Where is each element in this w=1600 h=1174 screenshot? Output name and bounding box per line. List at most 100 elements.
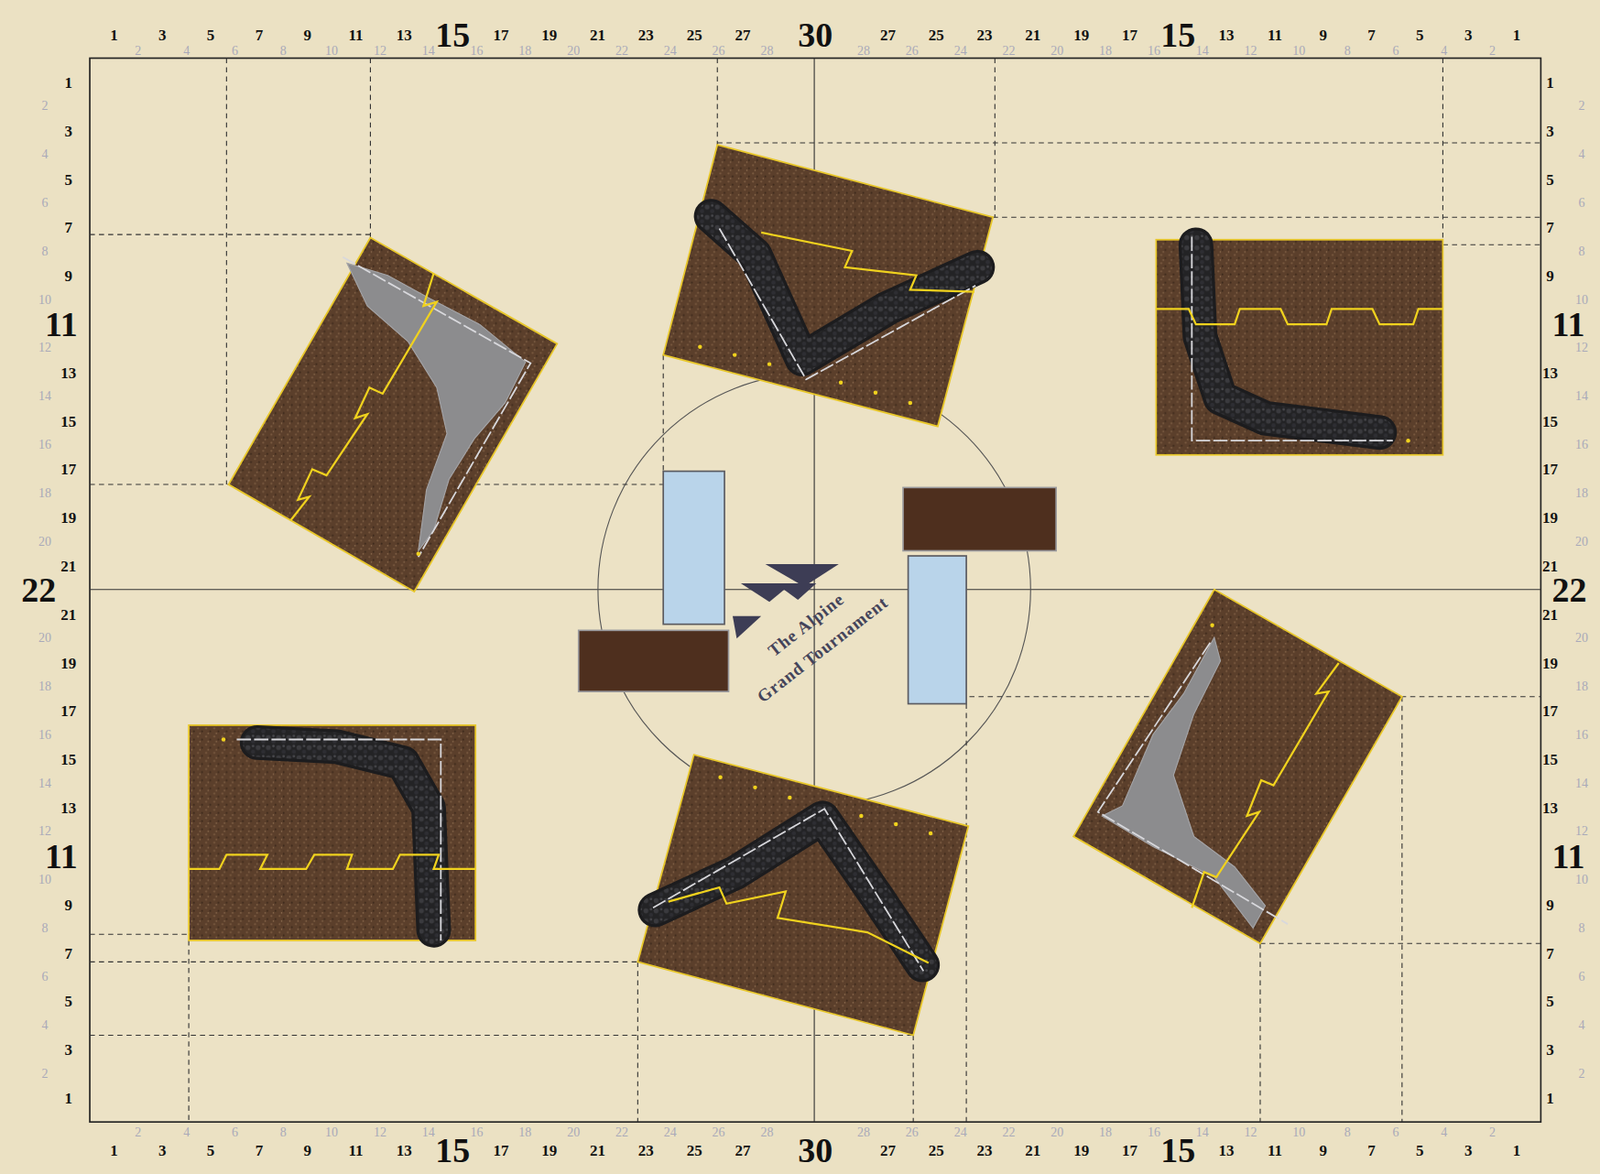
ruler-number: 4 (1578, 1019, 1585, 1033)
rubble (257, 216, 1381, 966)
ruler-number: 14 (1196, 1126, 1209, 1140)
ruler-number: 1 (109, 26, 119, 43)
ruler-number: 8 (280, 1126, 287, 1140)
ruler-number: 20 (1050, 1126, 1064, 1140)
ruler-number: 4 (183, 44, 190, 58)
ruler-number: 14 (1575, 777, 1589, 791)
ruler-number: 14 (422, 1126, 436, 1140)
ruler-number: 26 (712, 1126, 726, 1140)
ruler-number: 1 (64, 74, 73, 90)
ruler-number: 2 (1489, 1126, 1496, 1140)
ruler-number: 19 (1073, 26, 1089, 43)
ruler-number: 17 (1542, 461, 1558, 478)
ruler-number: 1 (1545, 1089, 1555, 1106)
ruler-number: 17 (492, 1142, 509, 1158)
ruler-number: 4 (42, 148, 49, 162)
ruler-number: 6 (42, 970, 49, 984)
ruler-number: 19 (1542, 510, 1558, 526)
ruler-number: 18 (518, 1126, 532, 1140)
ruler-number: 22 (1001, 44, 1015, 58)
ruler-number: 4 (183, 1126, 190, 1140)
ruler-number: 24 (954, 1126, 968, 1140)
ruler-number: 15 (60, 751, 77, 768)
ruler-number: 20 (566, 44, 580, 58)
ruler-number: 1 (64, 1089, 73, 1106)
ruler-number: 16 (1147, 1126, 1161, 1140)
ruler-number: 9 (1318, 1142, 1328, 1158)
ruler-number: 13 (1542, 800, 1558, 817)
ruler-number: 8 (280, 44, 287, 58)
ruler-number: 24 (663, 1126, 677, 1140)
ruler-number: 20 (1575, 535, 1589, 549)
ruler-number: 16 (470, 44, 484, 58)
ruler-number: 7 (64, 219, 73, 236)
ruler-number: 23 (977, 26, 993, 43)
ruler-number: 16 (1575, 729, 1589, 742)
ruler-number: 12 (1575, 341, 1589, 355)
ruler-number: 7 (1367, 1142, 1376, 1158)
ruler-number: 5 (1415, 26, 1425, 43)
ruler-number: 23 (638, 1142, 654, 1158)
ruler-number: 5 (206, 1142, 216, 1158)
ruler-number: 6 (42, 196, 49, 210)
ruler-number: 6 (231, 44, 239, 58)
ruler-number: 20 (38, 535, 52, 549)
ruler-number: 25 (928, 26, 945, 43)
ruler-number: 27 (734, 26, 751, 43)
ruler-number: 30 (797, 1132, 833, 1168)
ruler-number: 22 (615, 1126, 629, 1140)
ruler-number: 19 (541, 26, 557, 43)
zigzag-lines (188, 232, 1443, 963)
ruler-number: 3 (1464, 26, 1473, 43)
ruler-number: 21 (60, 558, 77, 575)
ruler-number: 13 (1542, 364, 1558, 381)
ruler-number: 12 (1575, 825, 1589, 839)
ruler-number: 18 (1099, 44, 1112, 58)
ruler-number: 27 (734, 1142, 751, 1158)
ruler-number: 4 (1440, 1126, 1448, 1140)
ruler-number: 9 (303, 26, 312, 43)
ruler-number: 4 (42, 1019, 49, 1033)
ruler-number: 17 (492, 26, 509, 43)
ruler-number: 2 (42, 99, 49, 113)
terrain-base (188, 144, 1443, 1035)
ruler-number: 6 (1392, 44, 1399, 58)
ruler-number: 20 (1575, 631, 1589, 645)
ruler-number: 1 (1512, 26, 1522, 43)
ruler-number: 18 (1099, 1126, 1112, 1140)
ruler-number: 2 (1489, 44, 1496, 58)
ruler-number: 5 (1545, 993, 1555, 1010)
ruler-number: 13 (396, 26, 413, 43)
ruler-number: 9 (1545, 268, 1555, 284)
ruler-number: 11 (44, 306, 78, 342)
ruler-number: 26 (905, 44, 919, 58)
ruler-number: 11 (348, 26, 363, 43)
ruler-number: 15 (1160, 17, 1196, 53)
ruler-number: 21 (589, 26, 606, 43)
ruler-number: 21 (1024, 1142, 1041, 1158)
ruler-number: 14 (422, 44, 436, 58)
ruler-number: 5 (64, 993, 73, 1010)
ruler-number: 20 (38, 631, 52, 645)
ruler-number: 28 (857, 44, 871, 58)
deployment-lines (89, 57, 1541, 1122)
ruler-number: 19 (541, 1142, 557, 1158)
ruler-number: 16 (470, 1126, 484, 1140)
ruler-number: 15 (1542, 751, 1558, 768)
ruler-number: 23 (977, 1142, 993, 1158)
ruler-number: 12 (373, 44, 387, 58)
ruler-number: 21 (589, 1142, 606, 1158)
ruler-number: 12 (1244, 44, 1258, 58)
ruler-number: 8 (42, 245, 49, 259)
ruler-number: 23 (638, 26, 654, 43)
board (89, 57, 1541, 1122)
ruler-number: 18 (38, 487, 52, 501)
ruler-number: 19 (60, 654, 77, 671)
ruler-number: 10 (1292, 1126, 1306, 1140)
ruler-number: 19 (60, 510, 77, 526)
ruler-number: 13 (1219, 26, 1235, 43)
ruler-number: 9 (303, 1142, 312, 1158)
ruler-number: 18 (1575, 487, 1589, 501)
ruler-number: 11 (1267, 1142, 1283, 1158)
ruler-number: 22 (1552, 572, 1588, 608)
